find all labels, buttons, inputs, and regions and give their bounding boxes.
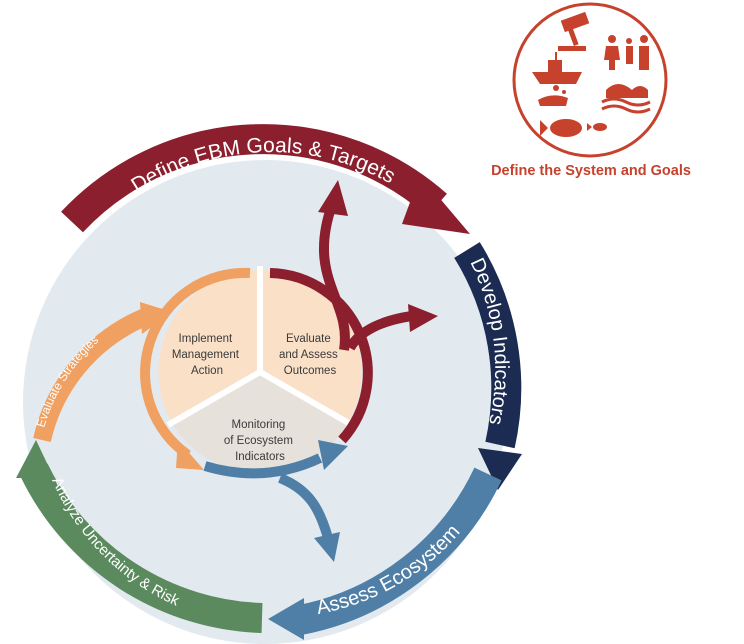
analyze-risk-arrowhead <box>16 440 54 478</box>
monitoring-wedge <box>172 372 348 474</box>
hand-icon <box>538 85 568 106</box>
fish-icon <box>540 119 607 137</box>
monitoring-ring-arrowhead <box>318 440 348 470</box>
monitoring-label: Monitoring of Ecosystem Indicators <box>224 419 296 463</box>
assess-ecosystem-arrowhead <box>268 598 304 640</box>
define-goals-arc <box>61 124 447 233</box>
outcomes-right-arrow <box>345 311 413 351</box>
define-goals-arrowhead <box>402 175 470 234</box>
monitoring-down-arrow <box>278 473 333 540</box>
evaluate-label: Evaluate and Assess Outcomes <box>279 333 341 377</box>
monitoring-ring-arc <box>203 453 323 479</box>
implement-ring-arrowhead <box>176 440 204 470</box>
outcomes-up-arrow <box>318 203 350 351</box>
system-goals-title: Define the System and Goals <box>491 163 691 179</box>
family-icon <box>604 35 649 70</box>
develop-indicators-arc <box>454 242 522 449</box>
system-badge <box>512 2 668 158</box>
fishing-boat-icon <box>532 52 582 84</box>
implement-label: Implement Management Action <box>172 333 242 377</box>
gavel-icon <box>558 11 590 51</box>
badge-circle <box>512 2 668 158</box>
develop-indicators-arrowhead <box>478 448 522 490</box>
implement-ring-arc <box>140 267 251 460</box>
outcomes-up-arrowhead <box>318 180 348 216</box>
analyze-risk-arc <box>20 463 263 633</box>
assess-ecosystem-arc <box>297 467 502 635</box>
habitat-icon <box>601 84 651 114</box>
monitoring-down-arrowhead <box>314 532 340 562</box>
center-pie <box>158 266 362 474</box>
outcomes-right-arrowhead <box>408 304 438 332</box>
evaluate-strategies-arc <box>33 308 149 443</box>
